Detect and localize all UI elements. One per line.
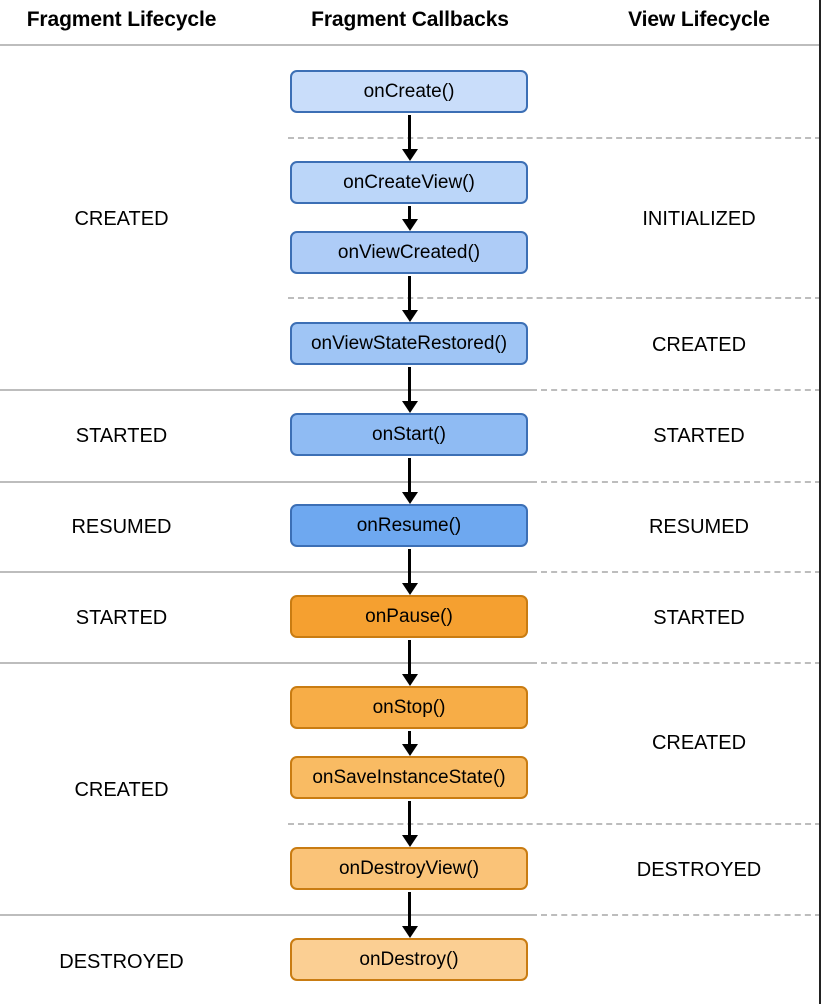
flow-arrow-head-icon [402,926,418,938]
fragment-state-label: CREATED [74,208,169,230]
separator-rule-dashed [541,914,821,916]
column-header-fragment-lifecycle: Fragment Lifecycle [26,8,217,31]
separator-rule-solid [0,389,537,391]
callback-box[interactable]: onSaveInstanceState() [290,756,528,799]
view-state-label: CREATED [651,334,747,356]
flow-arrow-head-icon [402,744,418,756]
flow-arrow-head-icon [402,835,418,847]
separator-rule-dashed [541,571,821,573]
flow-arrow-shaft [408,206,411,221]
flow-arrow-head-icon [402,310,418,322]
callback-box[interactable]: onDestroy() [290,938,528,981]
callback-box[interactable]: onDestroyView() [290,847,528,890]
flow-arrow-shaft [408,458,411,494]
separator-rule-dashed [288,297,821,299]
flow-arrow-shaft [408,549,411,585]
callback-box[interactable]: onViewStateRestored() [290,322,528,365]
view-state-label: DESTROYED [636,859,762,881]
view-state-label: CREATED [651,732,747,754]
page-right-border [819,0,821,1004]
flow-arrow-shaft [408,367,411,403]
separator-rule-dashed [541,662,821,664]
flow-arrow-shaft [408,801,411,837]
callback-box[interactable]: onResume() [290,504,528,547]
flow-arrow-head-icon [402,492,418,504]
view-state-label: INITIALIZED [642,208,756,230]
callback-box[interactable]: onStart() [290,413,528,456]
separator-rule-solid [0,481,537,483]
fragment-state-label: DESTROYED [59,951,184,973]
flow-arrow-shaft [408,640,411,676]
flow-arrow-shaft [408,115,411,151]
callback-box[interactable]: onCreateView() [290,161,528,204]
callback-box[interactable]: onPause() [290,595,528,638]
callback-box[interactable]: onViewCreated() [290,231,528,274]
separator-rule-dashed [541,481,821,483]
column-header-fragment-callbacks: Fragment Callbacks [311,8,509,31]
separator-rule-dashed [288,823,821,825]
flow-arrow-shaft [408,276,411,312]
flow-arrow-head-icon [402,219,418,231]
separator-rule-solid [0,662,537,664]
separator-rule-dashed [541,389,821,391]
separator-rule-dashed [288,137,821,139]
flow-arrow-head-icon [402,674,418,686]
flow-arrow-shaft [408,731,411,746]
column-header-view-lifecycle: View Lifecycle [628,8,770,31]
fragment-state-label: STARTED [75,607,168,629]
separator-rule-solid [0,914,537,916]
view-state-label: STARTED [653,607,745,629]
flow-arrow-head-icon [402,401,418,413]
fragment-state-label: RESUMED [71,516,172,538]
callback-box[interactable]: onCreate() [290,70,528,113]
separator-rule-solid [0,571,537,573]
callback-box[interactable]: onStop() [290,686,528,729]
header-bottom-rule [0,44,821,46]
view-state-label: RESUMED [648,516,749,538]
flow-arrow-head-icon [402,149,418,161]
flow-arrow-head-icon [402,583,418,595]
view-state-label: STARTED [653,425,745,447]
column-header-row: Fragment Lifecycle Fragment Callbacks Vi… [0,0,821,45]
fragment-state-label: STARTED [75,425,168,447]
flow-arrow-shaft [408,892,411,928]
fragment-state-label: CREATED [74,779,169,801]
